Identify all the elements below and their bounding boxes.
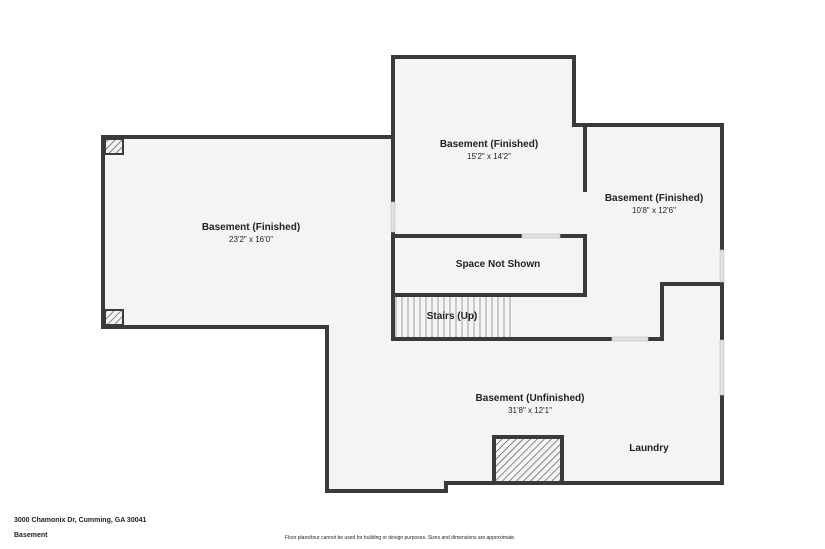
room-label-basement-unfinished: Basement (Unfinished) 31'8" x 12'1" — [476, 393, 585, 416]
room-dimensions: 31'8" x 12'1" — [508, 406, 552, 415]
room-label-stairs: Stairs (Up) — [427, 311, 478, 323]
footer-level: Basement — [14, 532, 48, 539]
walls — [101, 55, 724, 493]
floor-fill — [103, 57, 722, 491]
room-name: Basement (Finished) — [439, 139, 539, 150]
room-dimensions: 10'8" x 12'6" — [632, 206, 676, 215]
room-label-basement-north: Basement (Finished) 15'2" x 14'2" — [440, 139, 538, 162]
room-dimensions: 15'2" x 14'2" — [467, 152, 511, 161]
footer-disclaimer: Floor plans/tour cannot be used for buil… — [285, 535, 516, 541]
room-name: Space Not Shown — [455, 259, 541, 270]
room-name: Basement (Finished) — [604, 193, 704, 204]
room-label-laundry: Laundry — [629, 443, 668, 455]
room-dimensions: 23'2" x 16'0" — [229, 235, 273, 244]
footer-address: 3000 Chamonix Dr, Cumming, GA 30041 — [14, 517, 147, 524]
hatched-areas — [104, 138, 564, 485]
room-name: Stairs (Up) — [426, 311, 478, 322]
room-name: Laundry — [629, 443, 669, 454]
room-label-basement-west: Basement (Finished) 23'2" x 16'0" — [202, 222, 300, 245]
room-name: Basement (Unfinished) — [475, 393, 585, 404]
stairs — [395, 297, 511, 337]
room-name: Basement (Finished) — [201, 222, 301, 233]
room-label-basement-east: Basement (Finished) 10'8" x 12'6" — [605, 193, 703, 216]
openings — [390, 201, 725, 396]
room-label-space-not-shown: Space Not Shown — [456, 259, 540, 271]
